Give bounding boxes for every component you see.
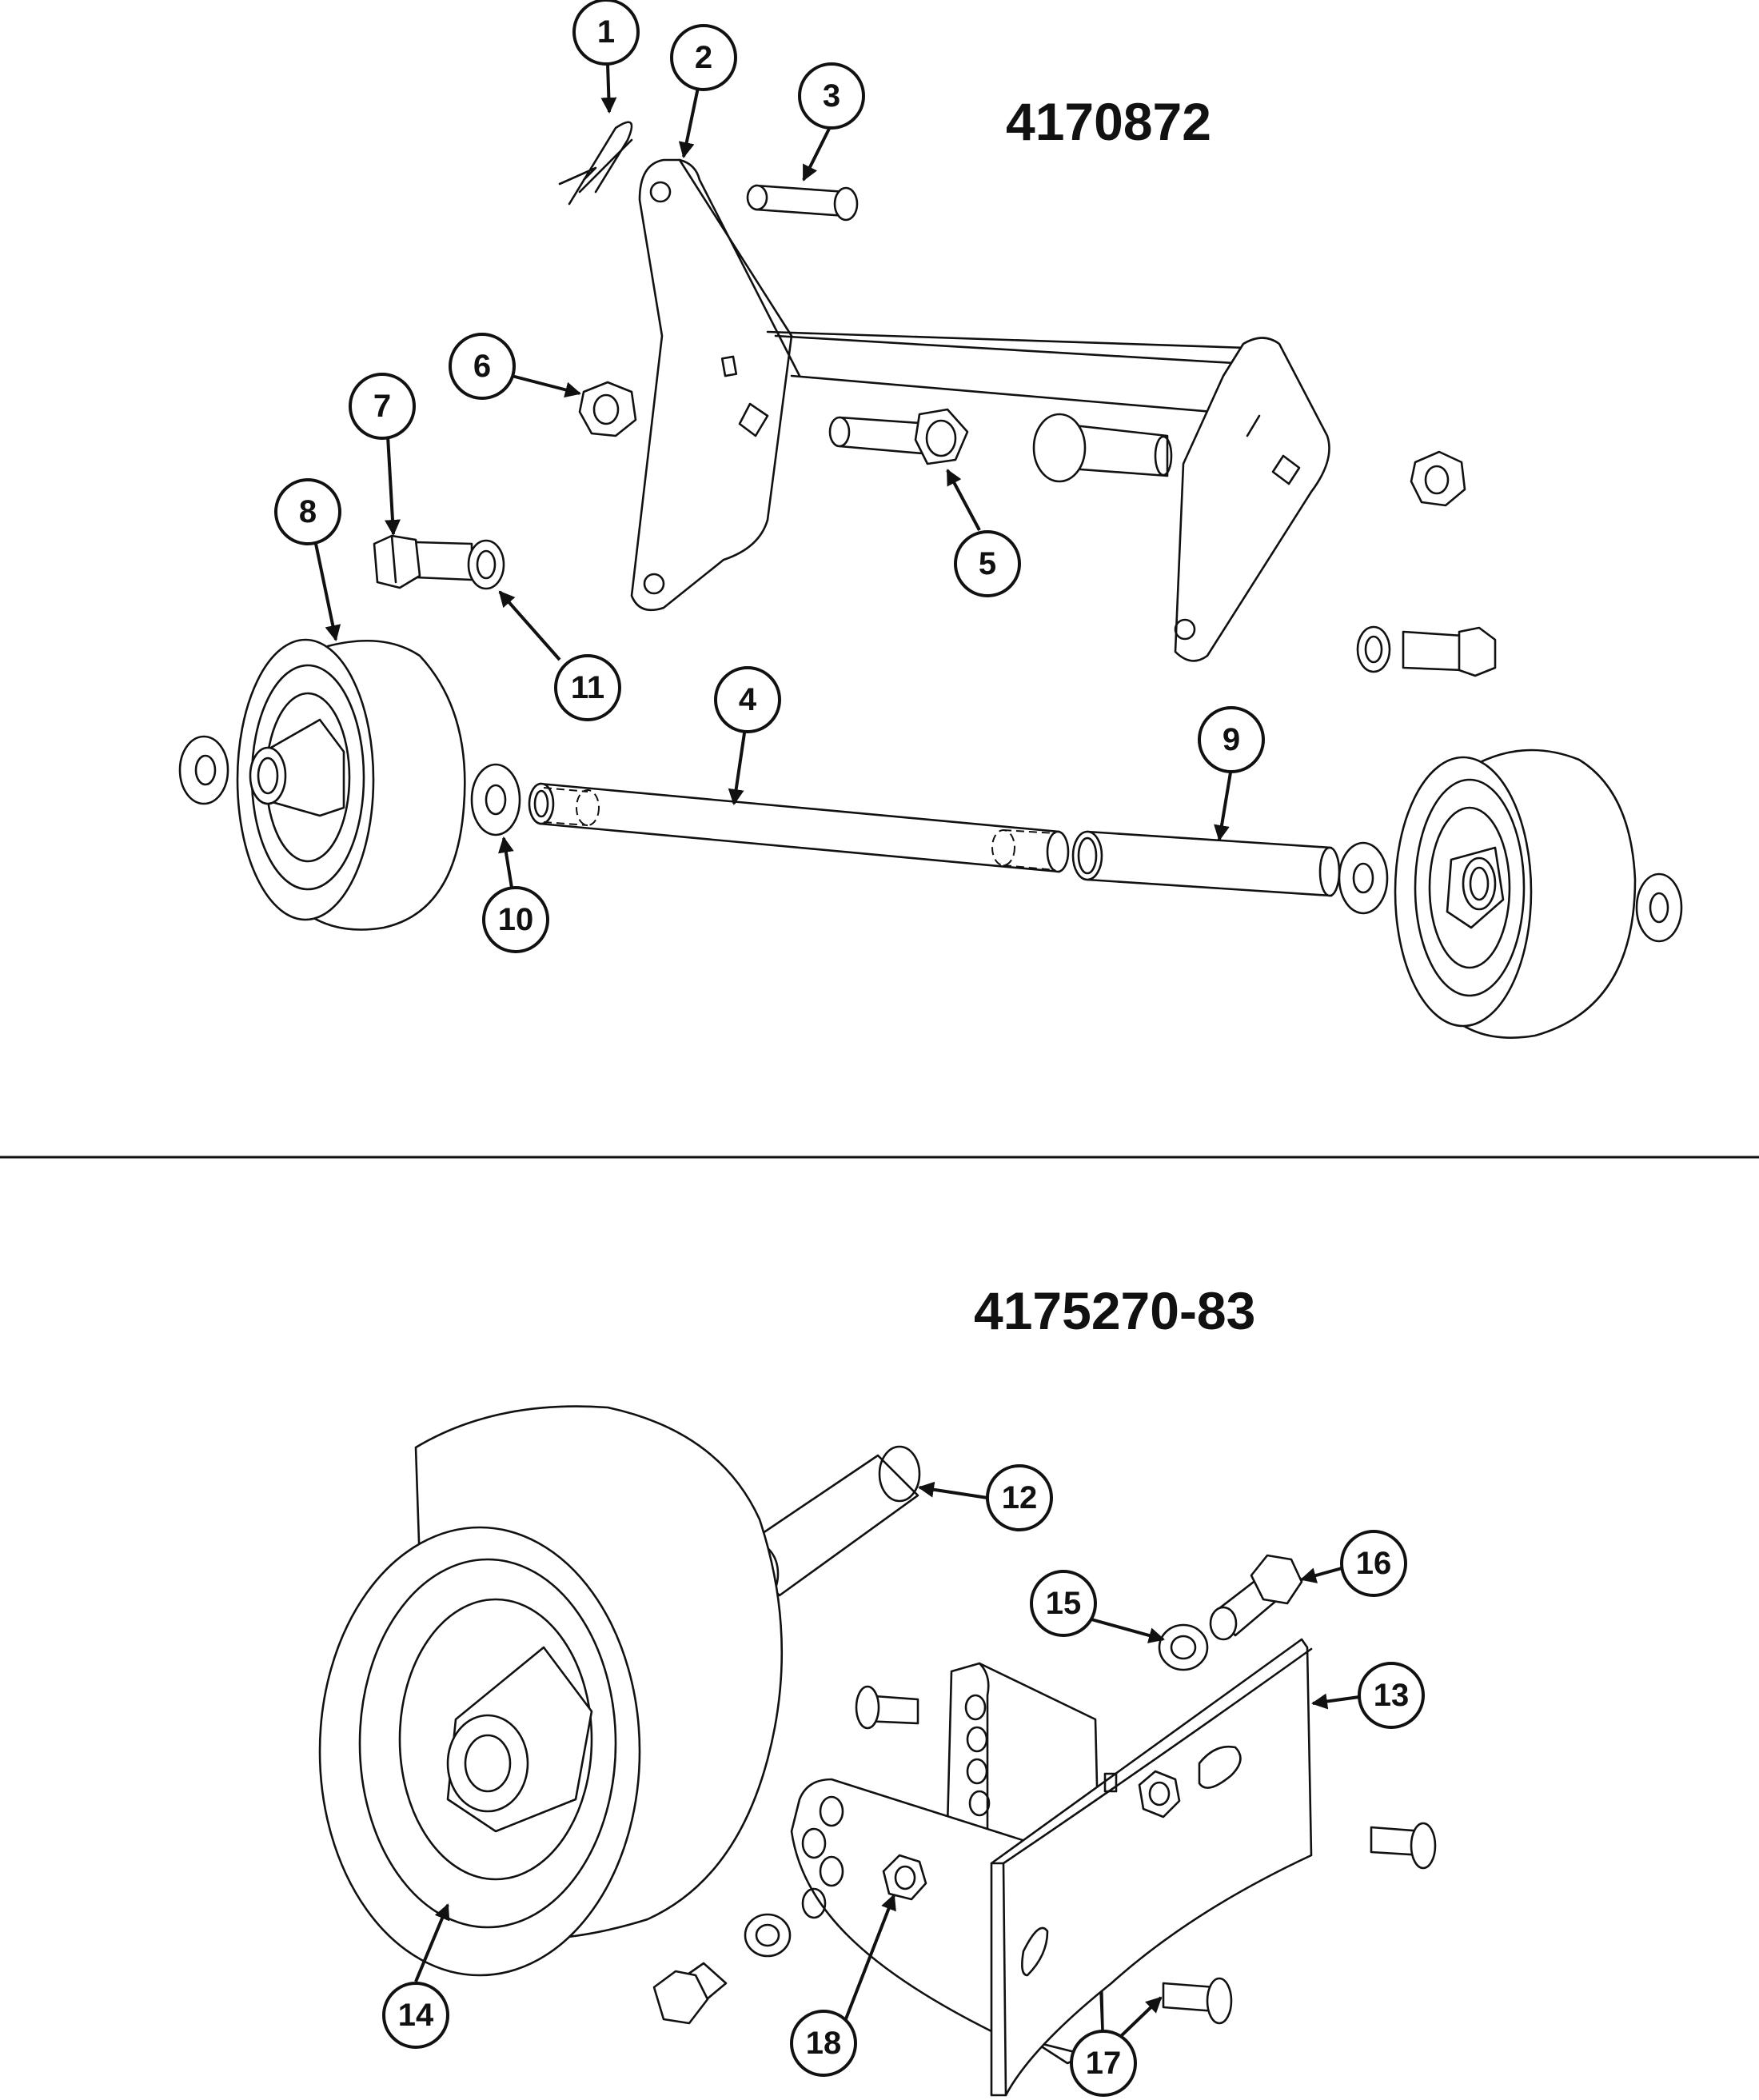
callout-7: 7: [349, 373, 416, 440]
deck-wheel-right: [1394, 749, 1637, 1039]
svg-text:14: 14: [398, 1998, 434, 2033]
callout-10: 10: [482, 886, 549, 953]
svg-text:8: 8: [299, 494, 317, 529]
callout-8: 8: [274, 478, 341, 545]
axle-mount-bracket-part-2: [630, 158, 1330, 662]
callout-17: 17: [1070, 2030, 1137, 2097]
svg-text:10: 10: [498, 902, 534, 937]
svg-text:11: 11: [571, 670, 604, 705]
callout-12: 12: [986, 1464, 1053, 1531]
hex-bolt-part-16: [652, 1554, 1303, 2025]
carriage-bolt-part-17: [855, 1685, 1437, 2025]
lock-nut-part-6: [578, 381, 1466, 507]
top-assembly-number: 4170872: [1006, 92, 1211, 151]
hex-bolt-part-7: [373, 534, 1497, 677]
callout-6: 6: [449, 333, 516, 400]
hairpin-cotter-part-1: [558, 121, 633, 206]
deck-wheel-left-part-8: [236, 638, 466, 931]
svg-text:7: 7: [373, 389, 391, 424]
svg-text:18: 18: [806, 2026, 842, 2061]
callout-3: 3: [798, 62, 865, 130]
svg-text:2: 2: [695, 40, 712, 75]
callout-4: 4: [714, 666, 781, 733]
callout-18: 18: [790, 2010, 857, 2077]
svg-text:13: 13: [1374, 1678, 1410, 1713]
flange-nut-part-18: [882, 1854, 927, 1901]
svg-text:5: 5: [979, 546, 996, 581]
svg-text:12: 12: [1002, 1480, 1038, 1515]
callout-9: 9: [1198, 706, 1265, 773]
deck-wheel-part-14: [318, 1405, 784, 1977]
callout-2: 2: [670, 24, 737, 91]
svg-text:15: 15: [1046, 1586, 1082, 1621]
callout-13: 13: [1358, 1662, 1425, 1729]
svg-text:3: 3: [823, 78, 840, 114]
callout-1: 1: [572, 0, 640, 66]
bottom-assembly-number: 4175270-83: [974, 1281, 1255, 1340]
svg-text:16: 16: [1356, 1546, 1392, 1581]
washer-part-10: [178, 735, 1683, 943]
svg-text:9: 9: [1223, 722, 1240, 757]
callouts-top: [314, 63, 1233, 888]
svg-text:6: 6: [473, 349, 491, 384]
callout-16: 16: [1340, 1530, 1407, 1597]
carriage-bolt-part-5: [828, 408, 1173, 483]
clevis-pin-part-3: [746, 184, 859, 222]
lock-washer-part-11: [467, 539, 1391, 673]
spacer-tube-part-9: [1071, 830, 1341, 897]
svg-text:17: 17: [1086, 2046, 1122, 2081]
lock-washer-part-15: [744, 1623, 1209, 1958]
axle-part-4: [528, 782, 1070, 873]
callout-5: 5: [954, 530, 1021, 597]
callout-11: 11: [554, 654, 621, 721]
callout-15: 15: [1030, 1570, 1097, 1637]
caster-bracket-part-13: [790, 1638, 1313, 2097]
svg-text:1: 1: [597, 14, 615, 50]
callout-14: 14: [382, 1982, 449, 2049]
svg-text:4: 4: [739, 682, 757, 717]
